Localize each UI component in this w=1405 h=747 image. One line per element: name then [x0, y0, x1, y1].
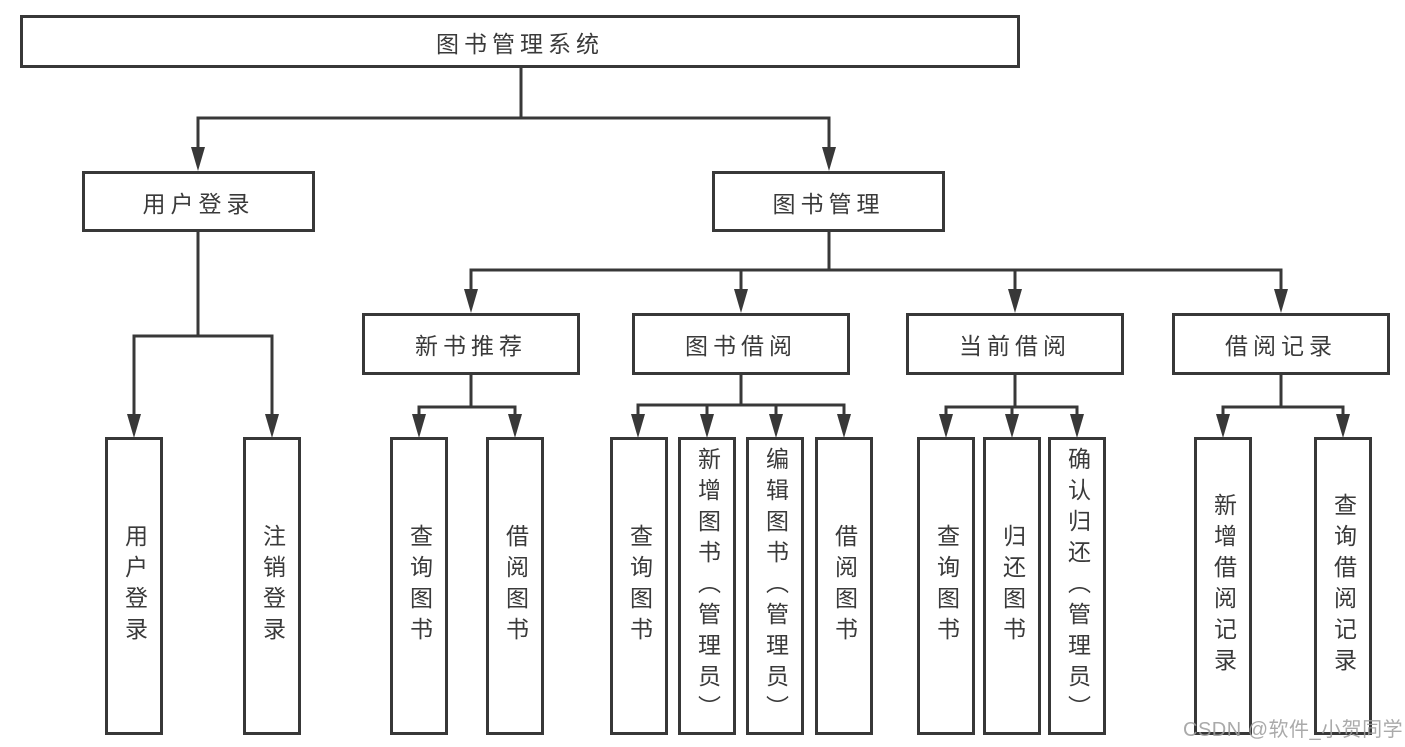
node-label: 图书管理	[772, 190, 885, 217]
leaf-label: 编辑图书（管理员）	[762, 446, 789, 726]
leaf-label: 借阅图书	[502, 524, 529, 648]
node-user-login: 用户登录	[82, 171, 315, 232]
leaf-label: 查询图书	[933, 524, 960, 648]
leaf-query-books-current: 查询图书	[917, 437, 975, 735]
leaf-query-books-borrow: 查询图书	[610, 437, 668, 735]
leaf-edit-books-admin: 编辑图书（管理员）	[746, 437, 804, 735]
node-label: 图书管理系统	[436, 30, 604, 57]
leaf-user-login: 用户登录	[105, 437, 163, 735]
node-book-management: 图书管理	[712, 171, 945, 232]
leaf-label: 借阅图书	[831, 524, 858, 648]
node-label: 用户登录	[142, 190, 255, 217]
leaf-add-borrow-record: 新增借阅记录	[1194, 437, 1252, 735]
leaf-label: 查询图书	[406, 524, 433, 648]
leaf-label: 用户登录	[121, 524, 148, 648]
csdn-watermark: CSDN @软件_小贺同学	[1183, 719, 1404, 741]
node-label: 当前借阅	[959, 333, 1071, 359]
node-library-management-system: 图书管理系统	[20, 15, 1020, 68]
leaf-label: 新增借阅记录	[1210, 493, 1237, 679]
node-label: 借阅记录	[1225, 333, 1337, 359]
leaf-label: 查询图书	[626, 524, 653, 648]
leaf-return-books: 归还图书	[983, 437, 1041, 735]
leaf-label: 确认归还（管理员）	[1064, 446, 1091, 726]
leaf-borrow-books: 借阅图书	[815, 437, 873, 735]
node-book-borrow: 图书借阅	[632, 313, 850, 375]
node-new-book-recommend: 新书推荐	[362, 313, 580, 375]
leaf-borrow-books-recommend: 借阅图书	[486, 437, 544, 735]
node-label: 图书借阅	[685, 333, 797, 359]
leaf-label: 归还图书	[999, 524, 1026, 648]
leaf-confirm-return-admin: 确认归还（管理员）	[1048, 437, 1106, 735]
leaf-query-books-recommend: 查询图书	[390, 437, 448, 735]
leaf-logout: 注销登录	[243, 437, 301, 735]
leaf-label: 查询借阅记录	[1330, 493, 1357, 679]
leaf-label: 注销登录	[259, 524, 286, 648]
leaf-label: 新增图书（管理员）	[694, 446, 721, 726]
node-label: 新书推荐	[415, 333, 527, 359]
node-borrow-record: 借阅记录	[1172, 313, 1390, 375]
node-current-borrow: 当前借阅	[906, 313, 1124, 375]
leaf-add-books-admin: 新增图书（管理员）	[678, 437, 736, 735]
leaf-query-borrow-record: 查询借阅记录	[1314, 437, 1372, 735]
